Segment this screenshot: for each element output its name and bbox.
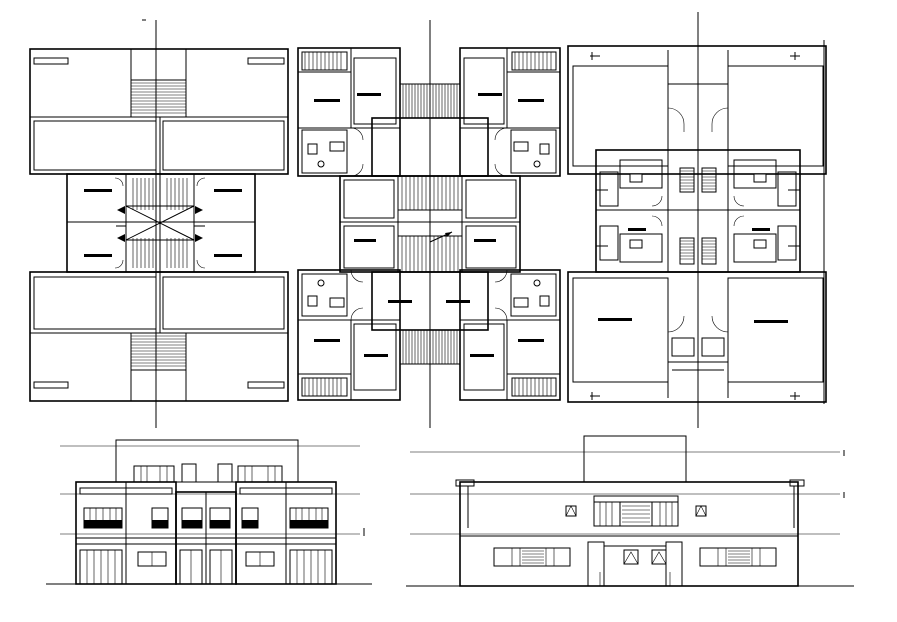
- front-elevation: [46, 439, 372, 585]
- roof-floor-plan: [567, 12, 827, 428]
- first-central-stair: [398, 176, 462, 272]
- first-floor-plan: [297, 20, 561, 428]
- ground-central-stair: [117, 173, 203, 273]
- ground-top-stair: [130, 79, 187, 118]
- ground-bottom-stair: [130, 332, 187, 371]
- ground-floor-plan: [29, 19, 289, 428]
- side-elevation: [406, 435, 854, 587]
